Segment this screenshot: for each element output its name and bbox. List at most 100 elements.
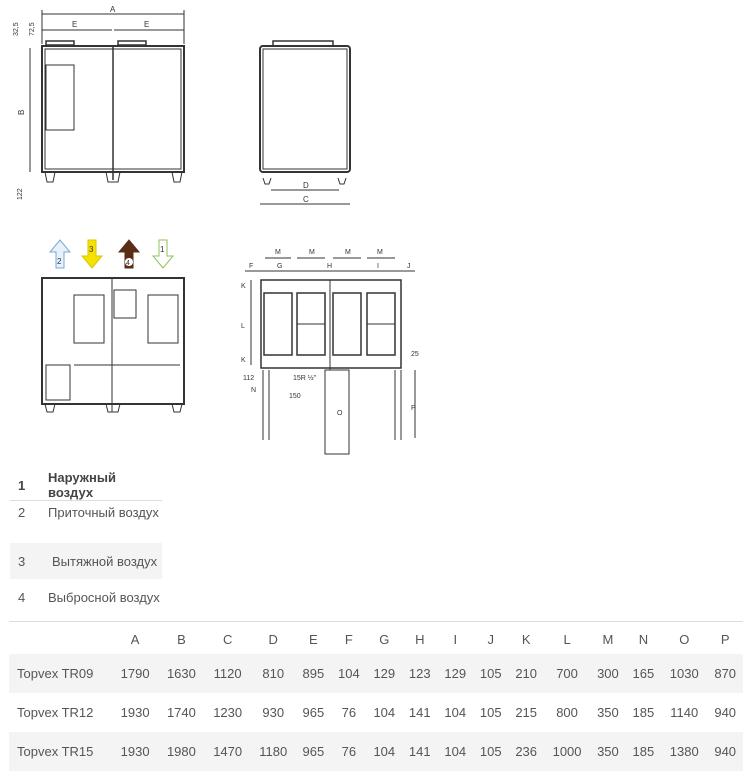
legend-label: Наружный воздух xyxy=(48,470,162,501)
arrow-icon-exhaust-air: 4 xyxy=(117,239,141,269)
column-header: F xyxy=(331,621,367,654)
table-cell: 185 xyxy=(625,732,662,771)
column-header: P xyxy=(707,621,743,654)
table-cell: 1630 xyxy=(158,654,205,693)
dim-label-b: B xyxy=(17,110,26,115)
table-cell: 1230 xyxy=(213,705,243,720)
legend-number: 3 xyxy=(10,543,48,579)
arrow-icon-supply-air: 2 xyxy=(48,239,72,269)
dim-label-e-right: E xyxy=(144,20,149,29)
dim-label-a: A xyxy=(110,5,116,14)
column-header: E xyxy=(295,621,332,654)
svg-text:25: 25 xyxy=(411,351,419,358)
table-cell: 800 xyxy=(556,705,578,720)
table-cell: 76 xyxy=(341,705,357,720)
svg-text:L: L xyxy=(241,323,245,330)
table-cell: 236 xyxy=(508,732,544,771)
legend-row: 4 Выбросной воздух xyxy=(10,579,162,615)
legend-label: Приточный воздух xyxy=(48,505,159,520)
table-cell: 185 xyxy=(632,705,655,720)
table-cell: 1980 xyxy=(158,732,205,771)
legend-label: Выбросной воздух xyxy=(48,589,160,605)
table-cell: 870 xyxy=(707,654,743,693)
column-header: M xyxy=(590,621,626,654)
table-cell: 1930 xyxy=(112,732,159,771)
table-cell: 940 xyxy=(714,705,737,720)
dim-label-122: 122 xyxy=(17,188,24,200)
svg-text:2: 2 xyxy=(57,257,62,266)
svg-text:4: 4 xyxy=(126,260,130,267)
table-cell: 810 xyxy=(250,654,296,693)
table-cell: 105 xyxy=(472,732,509,771)
svg-text:K: K xyxy=(241,283,246,290)
table-cell: 104 xyxy=(373,705,396,720)
svg-text:M: M xyxy=(275,249,281,256)
model-name: Topvex TR15 xyxy=(9,732,112,771)
svg-text:150: 150 xyxy=(289,393,301,400)
svg-text:J: J xyxy=(407,263,411,270)
legend-number: 1 xyxy=(10,470,48,501)
table-cell: 165 xyxy=(625,654,662,693)
svg-text:M: M xyxy=(309,249,315,256)
svg-text:M: M xyxy=(377,249,383,256)
model-name: Topvex TR09 xyxy=(9,654,112,693)
column-header: G xyxy=(366,621,403,654)
legend-number: 4 xyxy=(18,589,26,605)
airflow-legend: 1 Наружный воздух 2 Приточный воздух 3 В… xyxy=(10,470,162,615)
column-header: H xyxy=(402,621,438,654)
table-cell: 350 xyxy=(590,732,626,771)
legend-row: 3 Вытяжной воздух xyxy=(10,543,162,579)
column-header: L xyxy=(543,621,591,654)
legend-row: 2 Приточный воздух xyxy=(10,501,162,544)
table-cell: 1470 xyxy=(204,732,251,771)
legend-row: 1 Наружный воздух xyxy=(10,470,162,501)
svg-text:3: 3 xyxy=(89,245,94,254)
arrow-icon-outdoor-air: 1 xyxy=(151,239,175,269)
svg-text:N: N xyxy=(251,387,256,394)
table-cell: 215 xyxy=(515,705,538,720)
column-header: B xyxy=(158,621,205,654)
dimensions-table: A B C D E F G H I J K L M N O P Topvex T… xyxy=(9,621,743,771)
table-cell: 940 xyxy=(707,732,743,771)
table-cell: 1790 xyxy=(112,654,159,693)
legend-label: Вытяжной воздух xyxy=(48,543,162,579)
column-header: C xyxy=(204,621,251,654)
svg-text:P: P xyxy=(411,405,416,412)
dim-label-d: D xyxy=(303,181,309,190)
table-cell: 104 xyxy=(437,732,473,771)
table-cell: 1740 xyxy=(166,705,196,720)
dim-label-32-5: 32,5 xyxy=(13,22,20,36)
table-header-row: A B C D E F G H I J K L M N O P xyxy=(9,621,743,654)
table-cell: 700 xyxy=(543,654,591,693)
table-cell: 129 xyxy=(437,654,473,693)
table-cell: 350 xyxy=(597,705,619,720)
connection-view-drawing: M M M M F G H I J K L K N O P 25 112 150… xyxy=(225,240,425,460)
svg-text:M: M xyxy=(345,249,351,256)
svg-text:1: 1 xyxy=(160,245,165,254)
column-header: D xyxy=(250,621,296,654)
table-cell: 895 xyxy=(295,654,332,693)
table-row: Topvex TR12 1930 1740 1230 930 965 76 10… xyxy=(9,693,743,732)
table-cell: 104 xyxy=(444,705,467,720)
model-name: Topvex TR12 xyxy=(17,705,94,720)
svg-text:O: O xyxy=(337,410,343,417)
column-header: A xyxy=(112,621,159,654)
svg-text:F: F xyxy=(249,263,253,270)
svg-text:K: K xyxy=(241,357,246,364)
table-row: Topvex TR09 1790 1630 1120 810 895 104 1… xyxy=(9,654,743,693)
table-cell: 105 xyxy=(479,705,502,720)
arrow-icon-extract-air: 3 xyxy=(80,239,104,269)
svg-text:15R ½": 15R ½" xyxy=(293,374,317,382)
svg-text:H: H xyxy=(327,263,332,270)
dim-label-e-left: E xyxy=(72,20,77,29)
dim-label-72-5: 72,5 xyxy=(29,22,36,36)
table-cell: 930 xyxy=(262,705,285,720)
table-cell: 104 xyxy=(366,732,403,771)
table-cell: 965 xyxy=(302,705,325,720)
table-cell: 1180 xyxy=(250,732,296,771)
svg-text:112: 112 xyxy=(243,375,254,382)
table-cell: 123 xyxy=(402,654,438,693)
column-header: K xyxy=(508,621,544,654)
table-cell: 104 xyxy=(331,654,367,693)
column-header xyxy=(9,621,112,654)
